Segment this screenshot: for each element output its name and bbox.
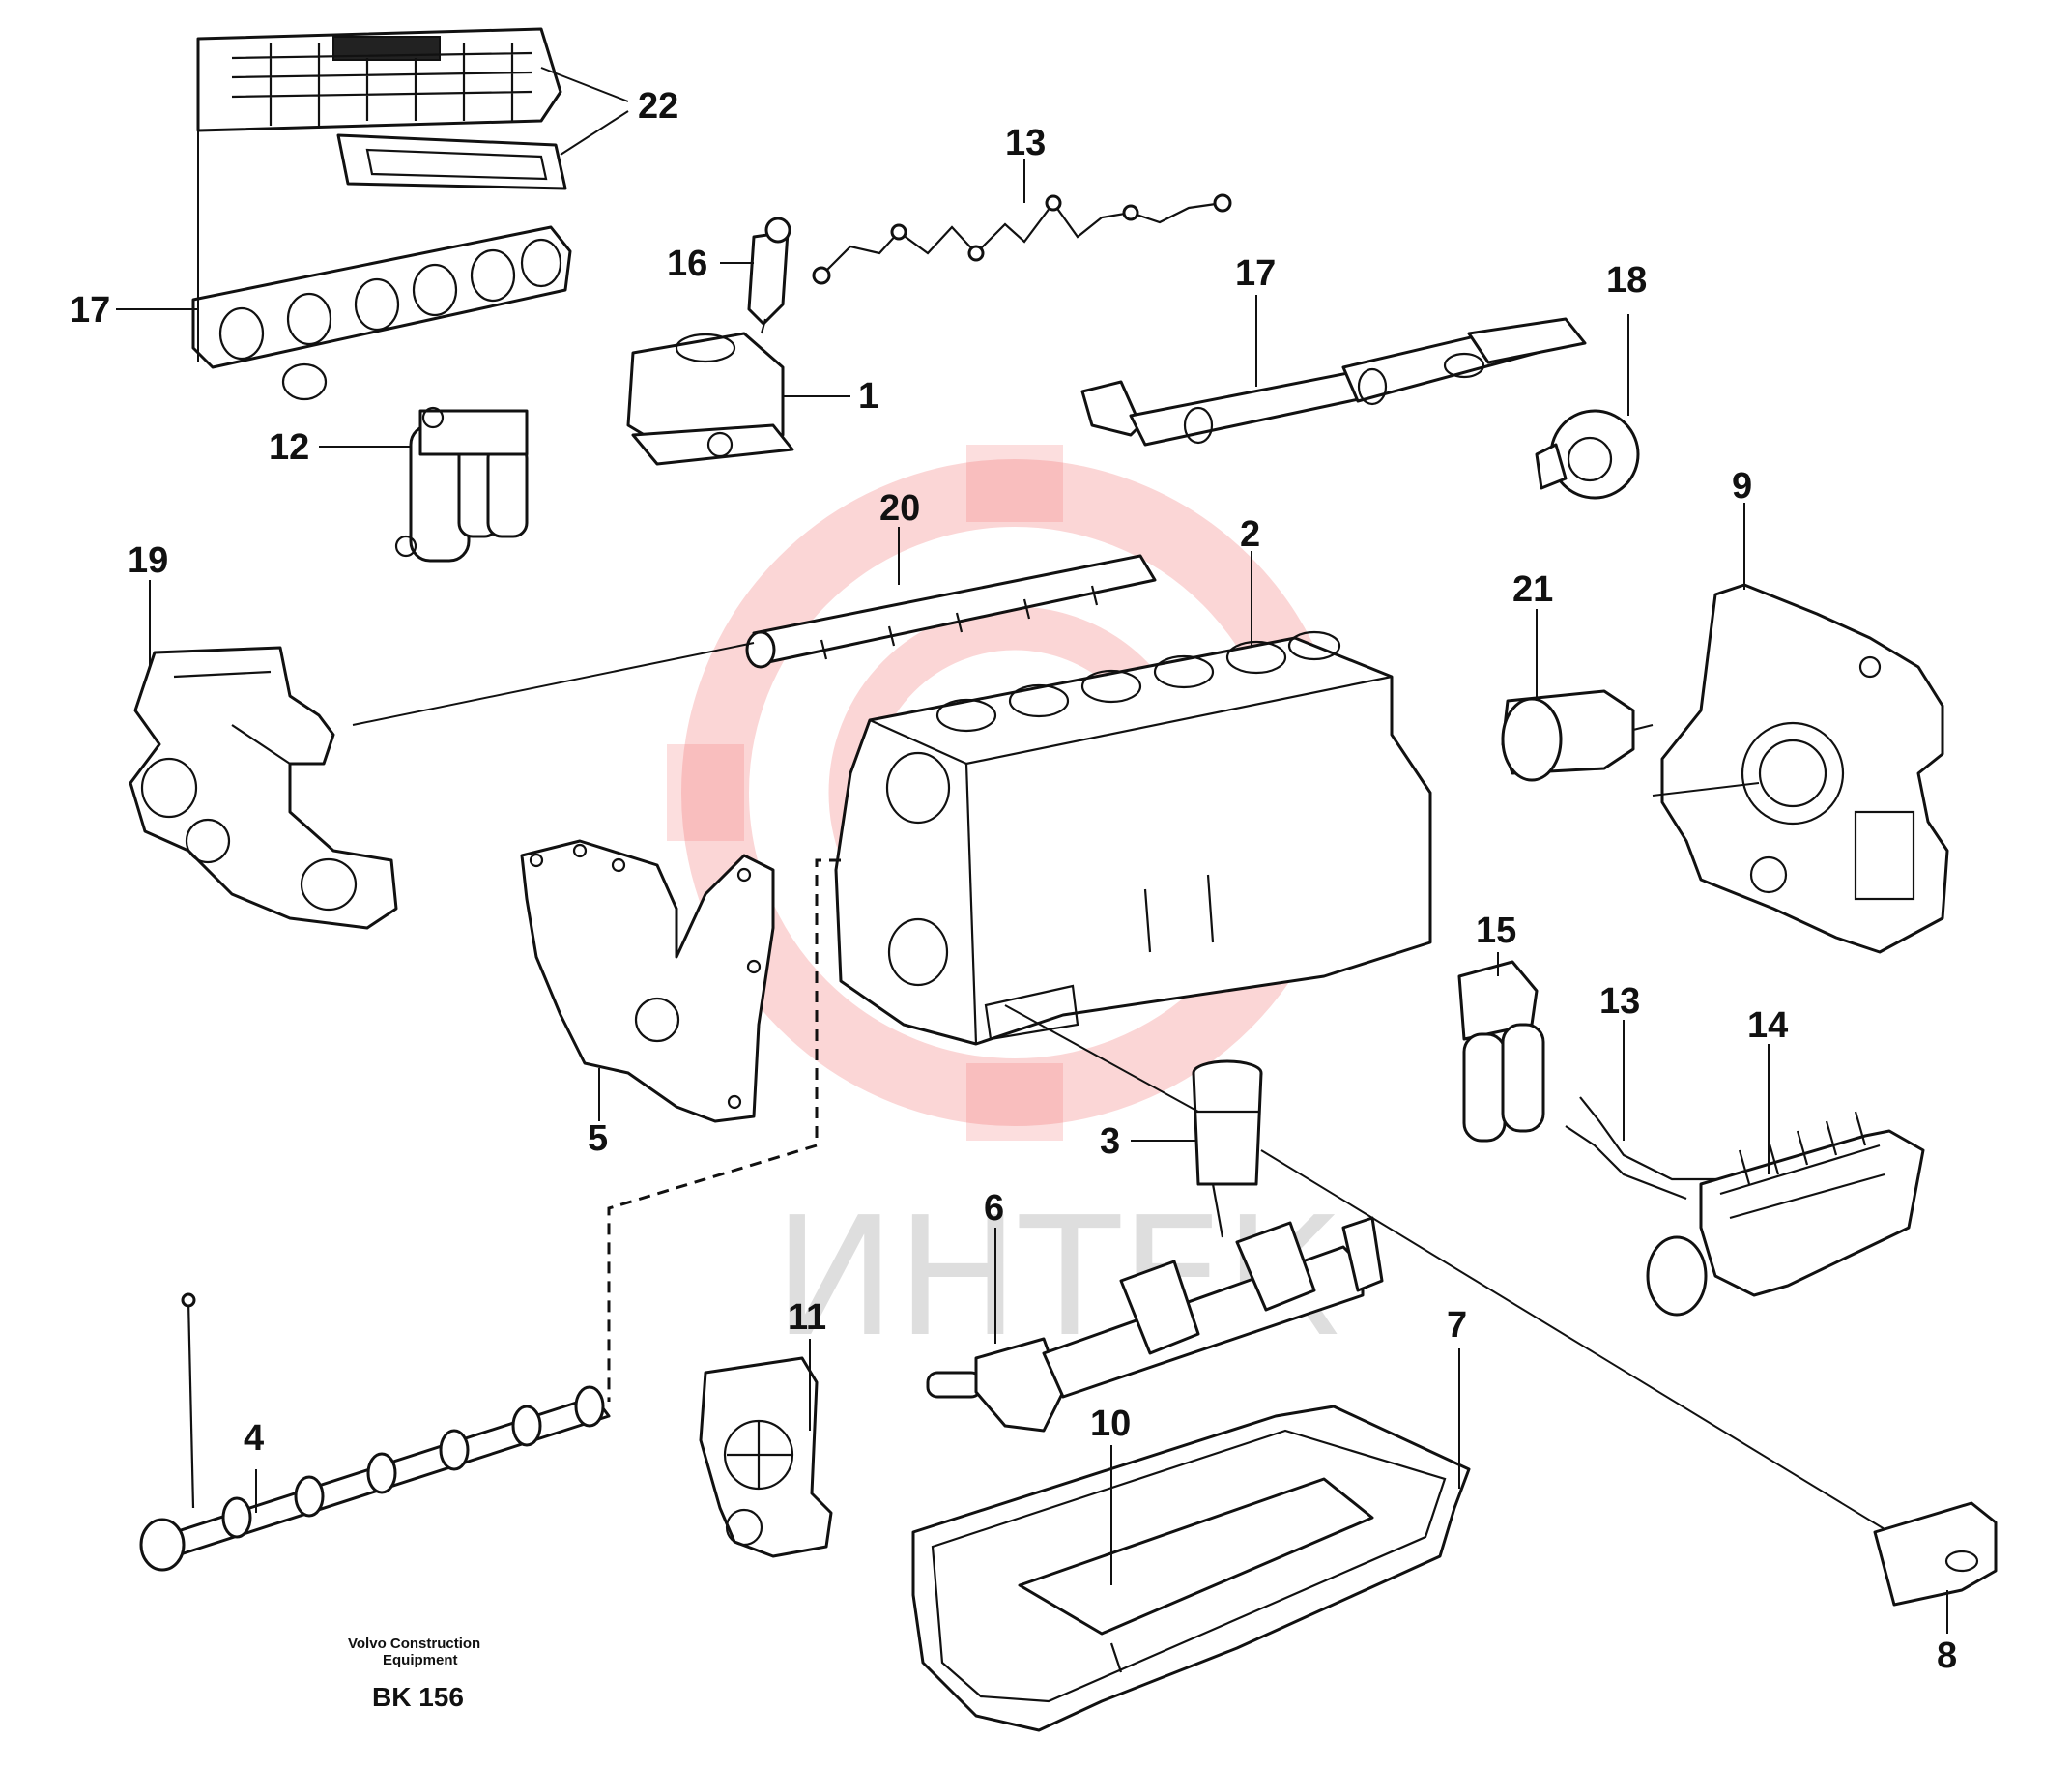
part-19-water-pump [129,646,398,930]
part-17-exhaust-manifold [1080,317,1587,447]
callout-13-lower: 13 [1599,981,1640,1022]
callout-3: 3 [1100,1121,1120,1162]
leader-22 [540,67,629,156]
footer-company-line1: Volvo Construction [348,1636,480,1652]
leader-21-right [1632,724,1654,731]
callout-21: 21 [1512,569,1553,610]
callout-4: 4 [244,1418,264,1459]
part-9-flywheel-housing [1660,583,1949,954]
part-13-fuel-lines [1565,1096,1740,1201]
part-2-engine-block [834,630,1432,1046]
part-18-turbocharger [1535,409,1640,500]
callout-16: 16 [667,244,707,284]
leader-9-block [1652,782,1760,797]
part-15-fuel-filter [1457,960,1545,1143]
callout-14: 14 [1747,1005,1788,1046]
part-17-intake-manifold [191,225,572,401]
part-5-timing-cover [520,839,775,1123]
callout-20: 20 [879,488,920,529]
leader-4-dashed [607,858,841,1402]
callout-10: 10 [1090,1404,1131,1444]
callout-5: 5 [588,1118,608,1159]
callout-17-left: 17 [70,290,110,331]
part-13-fuel-pipes [820,201,1223,276]
part-21-starter [1501,689,1635,782]
callout-7: 7 [1447,1305,1467,1346]
callout-15: 15 [1476,911,1516,951]
callout-2: 2 [1240,514,1260,555]
callout-9: 9 [1732,466,1752,507]
callout-11: 11 [788,1297,826,1338]
callout-17-right: 17 [1235,253,1276,294]
part-4-camshaft [139,1292,611,1572]
fuel-pipe-nuts [812,193,1232,285]
footer-company-line2: Equipment [383,1652,458,1668]
callout-12: 12 [269,427,309,468]
callout-13-top: 13 [1005,123,1046,163]
part-7-oil-pan [911,1405,1471,1732]
part-6-crankshaft [926,1183,1384,1433]
leader-8-long [1260,1149,1890,1533]
leader-3-block [1004,1004,1199,1113]
part-16-injector [747,217,791,334]
part-14-injection-pump [1646,1111,1925,1317]
watermark-text: ИНТЕК [773,1182,1340,1374]
part-22-valve-cover [196,27,567,190]
callout-18: 18 [1606,260,1647,301]
callout-22: 22 [638,86,678,127]
callout-19: 19 [128,540,168,581]
part-3-liner [1192,1059,1263,1186]
part-20-rail [745,554,1157,669]
callout-1: 1 [858,376,878,417]
footer-drawing-code: BK 156 [372,1682,464,1712]
part-11-oil-pump [699,1356,833,1558]
part-8-bracket [1873,1501,1998,1607]
part-12-oil-filter [394,406,529,563]
callout-6: 6 [984,1188,1004,1229]
part-1-cylinder-head [626,332,794,466]
leader-20-to-19 [352,642,755,726]
callout-8: 8 [1937,1636,1957,1676]
